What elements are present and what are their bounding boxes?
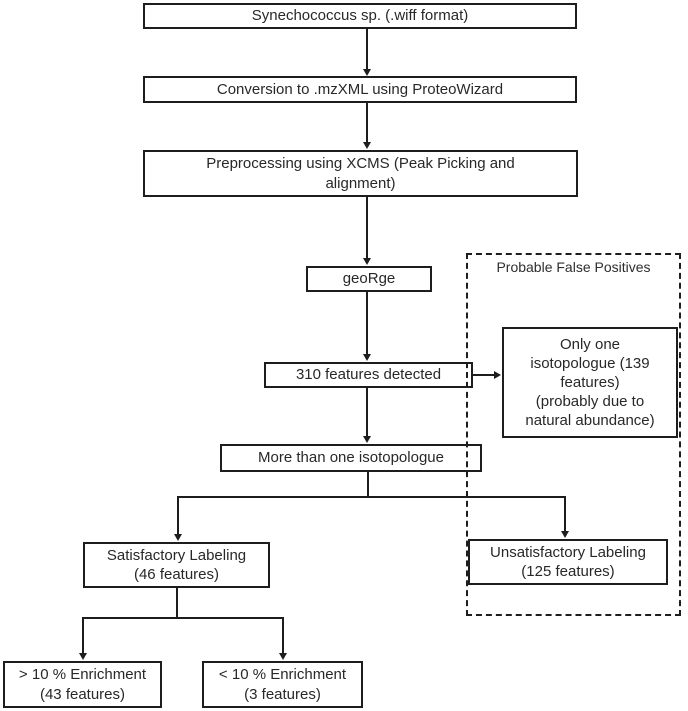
arrowhead-down-icon xyxy=(363,69,371,76)
connector-line xyxy=(473,374,495,376)
node-satisfactory-labeling: Satisfactory Labeling (46 features) xyxy=(83,542,270,588)
connector-line xyxy=(366,292,368,354)
node-lt10-enrichment: < 10 % Enrichment (3 features) xyxy=(202,661,363,708)
connector-line xyxy=(177,496,179,534)
connector-line xyxy=(82,617,84,653)
connector-line xyxy=(366,388,368,436)
arrowhead-down-icon xyxy=(79,653,87,660)
connector-line xyxy=(366,103,368,142)
node-gt10-enrichment: > 10 % Enrichment (43 features) xyxy=(3,661,162,708)
connector-line xyxy=(83,617,284,619)
connector-line xyxy=(367,472,369,497)
arrowhead-down-icon xyxy=(363,142,371,149)
connector-line xyxy=(366,197,368,258)
connector-line xyxy=(176,588,178,618)
connector-line xyxy=(177,496,566,498)
arrowhead-down-icon xyxy=(279,653,287,660)
node-unsatisfactory-labeling: Unsatisfactory Labeling (125 features) xyxy=(468,539,668,585)
probable-false-positives-label: Probable False Positives xyxy=(496,259,651,275)
arrowhead-down-icon xyxy=(363,258,371,265)
arrowhead-right-icon xyxy=(494,371,501,379)
node-conversion-mzxml: Conversion to .mzXML using ProteoWizard xyxy=(143,76,577,103)
connector-line xyxy=(282,617,284,653)
node-only-one-isotopologue: Only one isotopologue (139 features) (pr… xyxy=(502,327,678,438)
arrowhead-down-icon xyxy=(174,534,182,541)
connector-line xyxy=(564,496,566,531)
arrowhead-down-icon xyxy=(363,436,371,443)
node-preprocessing-xcms: Preprocessing using XCMS (Peak Picking a… xyxy=(143,150,578,197)
node-synechococcus-wiff: Synechococcus sp. (.wiff format) xyxy=(143,3,577,29)
node-features-detected: 310 features detected xyxy=(264,362,473,388)
arrowhead-down-icon xyxy=(561,531,569,538)
node-george: geoRge xyxy=(306,266,432,292)
node-more-than-one-isotopologue: More than one isotopologue xyxy=(220,444,482,472)
arrowhead-down-icon xyxy=(363,354,371,361)
connector-line xyxy=(366,29,368,69)
